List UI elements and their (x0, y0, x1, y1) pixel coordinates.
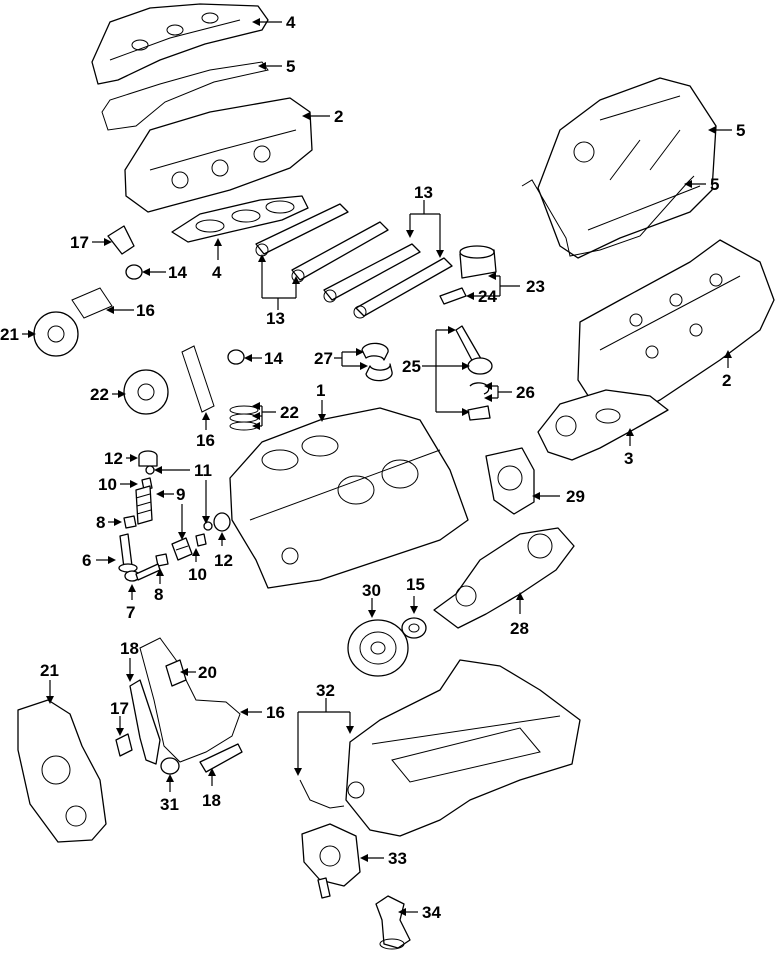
callout-17-lower: 17 (110, 699, 129, 718)
callout-8-lower: 8 (154, 585, 163, 604)
callout-8-upper: 8 (96, 513, 105, 532)
cylinder-head-right (577, 239, 775, 421)
callout-21-upper: 21 (0, 325, 19, 344)
timing-chain-middle (181, 345, 215, 413)
callout-29: 29 (566, 487, 585, 506)
callout-7: 7 (126, 603, 135, 622)
connecting-rod (455, 325, 493, 421)
chain-guide-left (129, 679, 161, 765)
callout-5-top-left: 5 (286, 57, 295, 76)
piston (459, 245, 497, 279)
valve-lifter-lower (213, 512, 231, 532)
callout-19: 20 (198, 663, 217, 682)
chain-guide-lower (115, 733, 133, 757)
valve-cover-right (537, 77, 717, 259)
callout-6: 6 (82, 551, 91, 570)
rear-seal-retainer (485, 447, 535, 515)
chain-tensioner (165, 659, 187, 687)
callout-12-upper: 12 (104, 449, 123, 468)
timing-cover (17, 699, 107, 843)
crankshaft (433, 527, 575, 629)
valve-cover-gasket-left (101, 61, 269, 131)
valve (118, 533, 138, 573)
rod-bearing (469, 382, 490, 395)
main-bearings (361, 342, 393, 382)
callout-13-upper: 13 (414, 183, 433, 202)
callout-18-lower: 18 (202, 791, 221, 810)
callout-34: 34 (422, 903, 441, 922)
callout-12-lower: 12 (214, 551, 233, 570)
callout-3-left: 4 (212, 263, 222, 282)
timing-chain-lower (139, 637, 241, 763)
head-gasket-left (171, 195, 309, 243)
callout-14-middle: 14 (264, 349, 283, 368)
callout-21-lower: 22 (90, 385, 109, 404)
callout-25: 25 (402, 357, 421, 376)
callout-30: 30 (362, 581, 381, 600)
callout-13-lower: 13 (266, 309, 285, 328)
callout-16-lower: 16 (266, 703, 285, 722)
chain-guide-upper (107, 225, 135, 255)
callout-labels: 4 5 2 13 5 5 17 4 14 23 24 16 13 21 27 1… (0, 13, 745, 922)
callout-15: 15 (406, 575, 425, 594)
valve-spring-left (135, 485, 153, 525)
valve-seal-lower (155, 553, 169, 567)
valve-lifter-upper (138, 450, 158, 467)
callout-2-right: 2 (722, 371, 731, 390)
callout-16-middle: 16 (196, 431, 215, 450)
front-crank-seal (401, 617, 427, 639)
callout-32: 32 (316, 681, 335, 700)
oil-pan (345, 659, 581, 837)
cylinder-head-left (124, 97, 313, 213)
oil-pickup-tube (299, 779, 345, 809)
sprocket-lower (123, 369, 169, 415)
valve-exhaust (124, 563, 161, 582)
seal-upper (125, 264, 143, 280)
callout-22: 22 (280, 403, 299, 422)
callout-27: 27 (314, 349, 333, 368)
callout-31: 31 (160, 795, 179, 814)
oil-filter-adapter (375, 895, 411, 950)
sprocket-upper (33, 311, 79, 357)
callout-4-right: 5 (736, 121, 745, 140)
callout-33: 33 (388, 849, 407, 868)
piston-pin (439, 287, 467, 305)
parts-illustrations (17, 3, 775, 950)
callout-10-upper: 10 (98, 475, 117, 494)
callout-10-lower: 10 (188, 565, 207, 584)
callout-11: 11 (194, 461, 212, 480)
seal-middle (227, 349, 245, 365)
callout-28: 28 (510, 619, 529, 638)
callout-14-upper: 14 (168, 263, 187, 282)
valve-spring-right (171, 537, 193, 561)
callout-1: 1 (316, 381, 325, 400)
callout-17-upper: 17 (70, 233, 89, 252)
crank-sprocket (160, 757, 180, 775)
callout-24: 24 (478, 287, 497, 306)
callout-26: 26 (516, 383, 535, 402)
callout-4-top-left: 4 (286, 13, 296, 32)
callout-5-right: 5 (710, 175, 719, 194)
callout-3-right: 3 (624, 449, 633, 468)
callout-9: 9 (176, 485, 185, 504)
callout-16-upper: 16 (136, 301, 155, 320)
callout-23: 23 (526, 277, 545, 296)
callout-2-upper-left: 2 (334, 107, 343, 126)
valve-cover-left (91, 3, 269, 85)
engine-block (229, 407, 469, 589)
head-gasket-right (537, 389, 669, 461)
callout-20: 21 (40, 661, 59, 680)
timing-chain-upper (71, 287, 113, 319)
camshafts (255, 203, 453, 319)
crank-pulley (347, 619, 409, 677)
callout-18-upper: 18 (120, 639, 139, 658)
valve-cover-gasket-right (521, 175, 695, 257)
valve-seal-upper (123, 515, 137, 529)
leader-lines (22, 18, 732, 916)
oil-pump (301, 823, 361, 899)
chain-tensioner-arm (199, 743, 243, 773)
